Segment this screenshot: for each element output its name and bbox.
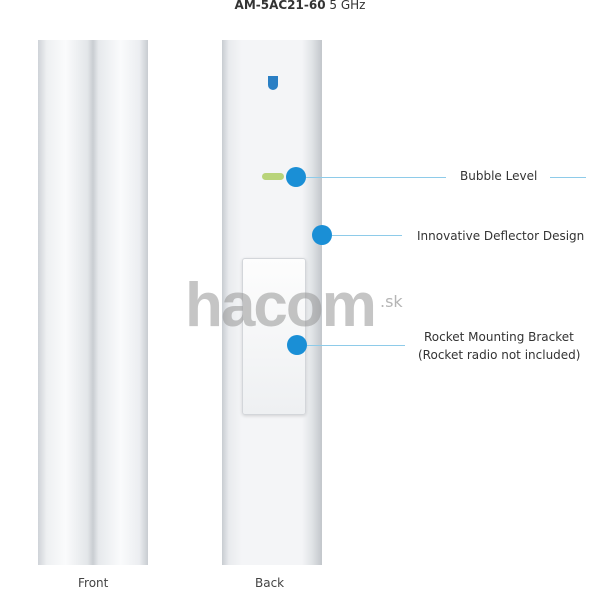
model-name: AM-5AC21-60: [234, 0, 326, 12]
callout-line: [550, 177, 586, 178]
callout-line: [332, 235, 402, 236]
frequency-band: 5 GHz: [329, 0, 366, 12]
callout-mounting-bracket: Rocket Mounting Bracket: [424, 330, 574, 344]
callout-deflector-design: Innovative Deflector Design: [417, 229, 585, 243]
callout-dot-deflector: [312, 225, 332, 245]
callout-line: [306, 177, 446, 178]
callout-dot-bracket: [287, 335, 307, 355]
caption-back: Back: [255, 576, 285, 590]
ubiquiti-logo-icon: [268, 76, 278, 90]
callout-line: [307, 345, 405, 346]
antenna-front-image: [38, 40, 148, 565]
watermark-tld: .sk: [380, 292, 403, 311]
watermark-logo: hacom: [185, 271, 377, 340]
callout-bubble-level: Bubble Level: [460, 169, 538, 183]
bubble-level-icon: [262, 173, 284, 180]
caption-front: Front: [78, 576, 109, 590]
product-title: AM-5AC21-60 5 GHz: [0, 0, 600, 12]
callout-bracket-note: (Rocket radio not included): [418, 348, 581, 362]
callout-dot-bubble-level: [286, 167, 306, 187]
